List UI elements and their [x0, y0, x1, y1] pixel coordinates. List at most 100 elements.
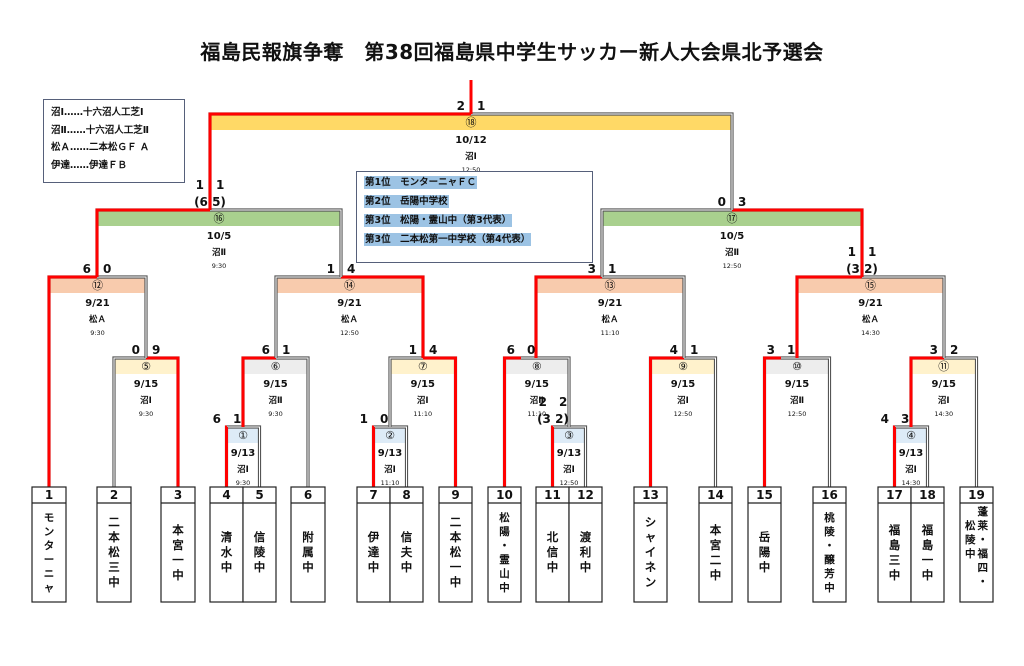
loser-path-inner: [242, 357, 309, 487]
loser-path: [909, 356, 979, 487]
loser-path: [762, 356, 832, 487]
team-name: 福島三中: [888, 522, 901, 582]
team-name: モンターニャ: [43, 511, 55, 594]
team-number: 17: [886, 488, 903, 502]
winner-path: [225, 425, 228, 487]
score-right: 1: [608, 262, 616, 276]
match-date: 10/5: [720, 231, 745, 242]
pk-score: (3 2): [537, 412, 569, 426]
match-venue: 松Ａ: [862, 314, 879, 325]
match-date: 9/21: [337, 298, 362, 309]
match-date: 9/15: [134, 379, 159, 390]
team-number: 9: [451, 488, 460, 502]
score-right: 2: [559, 395, 567, 409]
match-band: [911, 358, 977, 374]
match-number: ⑩: [792, 360, 802, 373]
match-number: ⑨: [678, 360, 688, 373]
venue-legend: 沼Ⅰ……十六沼人工芝Ⅰ 沼Ⅱ……十六沼人工芝Ⅱ 松Ａ……二本松ＧＦ Ａ 伊達………: [43, 99, 185, 183]
match-date: 9/21: [598, 298, 623, 309]
score-right: 0: [103, 262, 111, 276]
match-band: [894, 427, 928, 443]
winner-path: [649, 356, 684, 487]
team-box: [487, 486, 522, 603]
team-name: 二本松三中: [108, 515, 120, 589]
team-number: 16: [821, 488, 838, 502]
score-left: 6: [507, 343, 515, 357]
team-box: [698, 486, 733, 603]
score-left: 1: [327, 262, 335, 276]
match-date: 9/13: [899, 448, 924, 459]
team-number: 13: [642, 488, 659, 502]
match-venue: 沼Ⅰ: [384, 464, 396, 475]
match-venue: 沼Ⅰ: [237, 464, 249, 475]
loser-path: [241, 356, 310, 487]
score-right: 1: [216, 178, 224, 192]
match-date: 9/15: [785, 379, 810, 390]
result-first: 第1位 モンターニャＦＣ: [364, 176, 478, 189]
pk-score: (3 2): [846, 262, 878, 276]
score-left: 2: [457, 99, 465, 113]
match-time: 14:30: [902, 479, 921, 487]
winner-path: [551, 425, 554, 487]
team-box: [290, 486, 326, 603]
winner-path: [146, 356, 180, 487]
team-name: 本宮一中: [172, 522, 184, 582]
team-box: [959, 486, 994, 603]
winner-path: [763, 356, 781, 487]
page-title: 福島民報旗争奪 第38回福島県中学生サッカー新人大会県北予選会: [200, 40, 824, 64]
match-band: [797, 277, 944, 293]
loser-path: [112, 356, 180, 487]
winner-path: [241, 356, 276, 427]
winner-path: [95, 208, 210, 277]
match-time: 12:50: [723, 262, 742, 270]
winner-path: [372, 425, 375, 487]
team-number: 11: [544, 488, 561, 502]
team-name: 信陵中: [253, 530, 266, 574]
match-date: 9/15: [671, 379, 696, 390]
team-name: 信夫中: [400, 530, 413, 574]
match-number: ⑫: [92, 279, 103, 292]
team-box: [389, 486, 424, 603]
score-left: 2: [539, 395, 547, 409]
score-right: 9: [152, 343, 160, 357]
match-time: 9:30: [90, 329, 105, 337]
score-left: 0: [132, 343, 140, 357]
match-date: 9/21: [85, 298, 110, 309]
team-box: [242, 486, 277, 603]
match-time: 11:10: [413, 410, 432, 418]
match-date: 10/12: [455, 135, 487, 146]
match-band: [373, 427, 407, 443]
match-time: 12:50: [788, 410, 807, 418]
score-right: 1: [282, 343, 290, 357]
team-number: 12: [577, 488, 594, 502]
match-venue: 松Ａ: [601, 314, 618, 325]
match-number: ⑭: [344, 279, 355, 292]
match-number: ⑰: [727, 212, 738, 225]
match-number: ①: [238, 429, 248, 442]
match-time: 9:30: [139, 410, 154, 418]
match-time: 11:10: [527, 410, 546, 418]
score-right: 3: [901, 412, 909, 426]
match-number: ⑧: [532, 360, 542, 373]
venue-legend-item: 松Ａ……二本松ＧＦ Ａ: [51, 142, 150, 153]
match-time: 12:50: [462, 166, 481, 174]
team-number: 3: [173, 488, 183, 502]
winner-path: [893, 425, 896, 487]
team-box: [910, 486, 945, 603]
team-name: 蓬莱・福四・松陵中: [965, 506, 988, 588]
result-third-b: 第3位 二本松第一中学校（第4代表）: [364, 233, 532, 246]
match-band: [226, 427, 260, 443]
match-band: [602, 210, 862, 226]
team-name: 清水中: [220, 530, 233, 574]
score-right: 1: [477, 99, 485, 113]
score-right: 0: [380, 412, 388, 426]
score-right: 4: [347, 262, 355, 276]
match-venue: 沼Ⅱ: [212, 247, 226, 258]
score-left: 3: [767, 343, 775, 357]
team-number: 5: [255, 488, 264, 502]
team-box: [812, 486, 847, 603]
team-box: [31, 486, 67, 603]
score-left: 1: [848, 245, 856, 259]
loser-path: [388, 356, 458, 487]
team-name: 渡利中: [579, 530, 592, 574]
